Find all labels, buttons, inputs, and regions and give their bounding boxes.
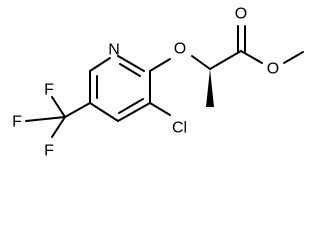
bond-c6-n <box>89 57 111 72</box>
bond-c3-cl <box>149 102 171 116</box>
bond-ester-o-methyl <box>283 51 304 64</box>
bond-c4-c5 <box>89 102 119 122</box>
double-bond-c3-c4 <box>118 98 144 114</box>
bond-c5-cf3 <box>64 102 91 118</box>
atom-label-chlorine: Cl <box>172 120 187 137</box>
bond-cf3-f-top <box>51 96 66 118</box>
pyridine-ring <box>89 55 151 122</box>
atom-label-ether-o: O <box>174 41 186 58</box>
atom-label-ester-o: O <box>267 61 279 78</box>
bond-c2-ether-o <box>149 58 171 72</box>
bond-chiral-c-carbonyl-c <box>209 50 242 70</box>
bond-n-c2 <box>117 55 145 72</box>
wedge-bond-methyl <box>206 69 214 107</box>
double-bond-n-c2 <box>119 63 141 77</box>
atom-label-fluorine-bottom: F <box>44 143 54 160</box>
bond-ether-o-chiral-c <box>191 55 211 70</box>
atom-label-fluorine-left: F <box>12 114 22 131</box>
bond-carbonyl-c-ester-o <box>240 50 263 64</box>
atom-label-carbonyl-o: O <box>235 6 247 23</box>
bond-cf3-f-left <box>25 116 66 122</box>
atom-label-fluorine-top: F <box>44 82 54 99</box>
bond-cf3-f-bottom <box>51 116 66 138</box>
atom-label-pyridine-n: N <box>108 42 120 59</box>
chemical-structure: N O O O Cl F F F <box>12 6 304 160</box>
bond-c3-c4 <box>117 102 151 122</box>
